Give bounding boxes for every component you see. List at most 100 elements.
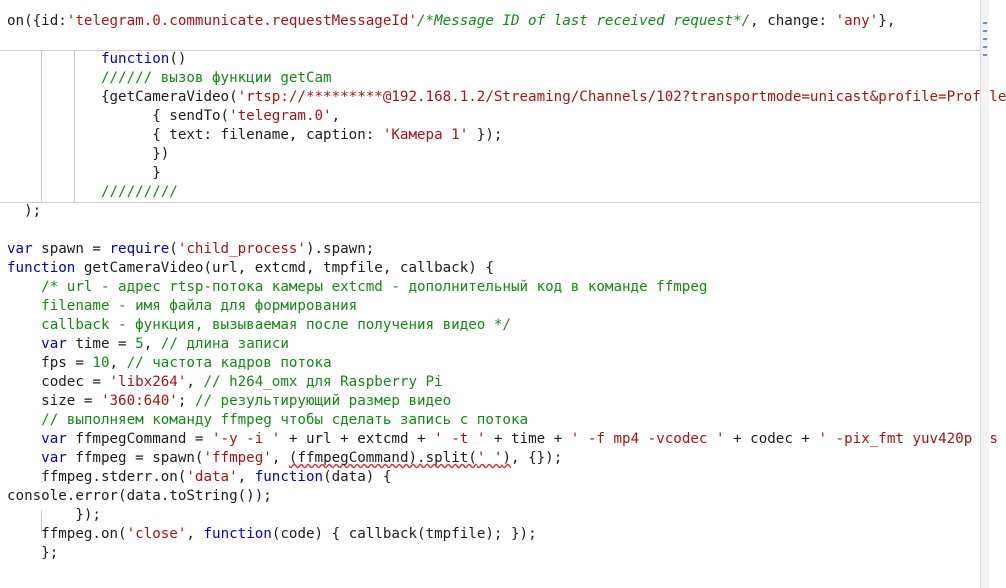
code-line: /////////: [7, 183, 178, 202]
vertical-scrollbar[interactable]: [980, 0, 989, 588]
code-token: {getCameraVideo(: [7, 89, 238, 105]
code-token: function: [7, 260, 76, 276]
scroll-marker: [983, 54, 987, 56]
code-token: + url + extcmd +: [280, 431, 435, 447]
scroll-marker: [983, 46, 987, 48]
code-token: ,: [186, 374, 204, 390]
code-token: ).spawn;: [305, 241, 375, 257]
code-token: ffmpeg.stderr.on(: [7, 469, 187, 485]
code-line: var spawn = require('child_process').spa…: [7, 240, 374, 259]
code-token: 'any': [835, 13, 879, 29]
code-token: size =: [7, 393, 101, 409]
code-token: callback - функция, вызываемая после пол…: [41, 317, 511, 333]
code-token: 10: [92, 355, 110, 371]
code-token: require: [109, 241, 170, 257]
code-token: }: [7, 165, 161, 181]
code-line: ffmpeg.on('close', function(code) { call…: [7, 525, 537, 544]
code-line: });: [7, 506, 101, 525]
indent-guide: [41, 50, 42, 202]
code-token: function: [100, 51, 170, 67]
code-token: [7, 317, 41, 333]
code-token: ,: [143, 336, 161, 352]
scroll-marker: [983, 30, 987, 32]
line-separator: [0, 50, 980, 51]
code-token: // выполняем команду ffmpeg чтобы сделат…: [41, 412, 529, 428]
code-token: }): [7, 146, 170, 162]
code-token: { text: filename, caption:: [7, 127, 383, 143]
code-token: [7, 298, 41, 314]
code-token: ' -f mp4 -vcodec ': [570, 431, 725, 447]
code-line: callback - функция, вызываемая после пол…: [7, 316, 511, 335]
code-line: {getCameraVideo('rtsp://*********@192.16…: [7, 88, 1006, 107]
code-token: (data) {: [323, 469, 392, 485]
code-token: 'telegram.0': [229, 108, 332, 124]
code-token: spawn =: [32, 241, 110, 257]
code-line: ////// вызов функции getCam: [7, 69, 332, 88]
code-token: // частота кадров потока: [126, 355, 332, 371]
code-line: console.error(data.toString());: [7, 487, 272, 506]
code-token: [7, 70, 101, 86]
code-token: ' -pix_fmt yuv420p -s: [818, 431, 998, 447]
code-line: size = '360:640'; // результирующий разм…: [7, 392, 451, 411]
code-line: { text: filename, caption: 'Камера 1' })…: [7, 126, 502, 145]
code-line: function getCameraVideo(url, extcmd, tmp…: [7, 259, 494, 278]
code-token: 5: [135, 336, 144, 352]
scroll-marker: [983, 22, 987, 24]
code-token: [7, 51, 101, 67]
code-token: ,: [237, 469, 255, 485]
code-token: 'rtsp://*********@192.168.1.2/Streaming/…: [237, 89, 1006, 105]
line-separator: [0, 202, 980, 203]
code-token: ;: [177, 393, 195, 409]
code-line: ffmpeg.stderr.on('data', function(data) …: [7, 468, 391, 487]
code-token: 'telegram.0.communicate.requestMessageId…: [66, 13, 418, 29]
code-line: var ffmpegCommand = '-y -i ' + url + ext…: [7, 430, 998, 449]
code-token: { sendTo(: [7, 108, 230, 124]
code-token: ffmpegCommand =: [66, 431, 213, 447]
code-token: , change:: [750, 13, 836, 29]
code-token: '360:640': [100, 393, 178, 409]
code-token: codec =: [7, 374, 110, 390]
code-token: + codec +: [724, 431, 819, 447]
code-line: fps = 10, // частота кадров потока: [7, 354, 332, 373]
indent-guide: [74, 50, 75, 202]
code-token: ffmpeg.on(: [7, 526, 127, 542]
code-token: ): [502, 450, 511, 466]
code-token: ,: [331, 108, 341, 124]
code-token: },: [878, 13, 896, 29]
code-line: function(): [7, 50, 186, 69]
code-token: 'ffmpeg': [203, 450, 272, 466]
code-token: time =: [66, 336, 136, 352]
code-line: }: [7, 164, 161, 183]
code-token: filename - имя файла для формирования: [41, 298, 358, 314]
code-token: '-y -i ': [212, 431, 281, 447]
code-token: /*Message ID of last received request*/: [417, 13, 751, 29]
code-token: [7, 450, 41, 466]
code-line: var time = 5, // длина записи: [7, 335, 289, 354]
code-token: + time +: [485, 431, 571, 447]
code-line: codec = 'libx264', // h264_omx для Raspb…: [7, 373, 442, 392]
code-token: 'libx264': [109, 374, 187, 390]
code-token: 'child_process': [177, 241, 306, 257]
code-token: [7, 279, 41, 295]
code-token: function: [254, 469, 324, 485]
code-token: var: [41, 431, 67, 447]
code-line: var ffmpeg = spawn('ffmpeg', (ffmpegComm…: [7, 449, 562, 468]
code-line: }): [7, 145, 169, 164]
code-token: 'close': [126, 526, 187, 542]
code-token: function: [203, 526, 272, 542]
code-line: filename - имя файла для формирования: [7, 297, 357, 316]
code-line: { sendTo('telegram.0',: [7, 107, 340, 126]
code-token: // результирующий размер видео: [194, 393, 452, 409]
code-token: ,: [109, 355, 127, 371]
code-token: /* url - адрес rtsp-потока камеры extcmd…: [41, 279, 708, 295]
code-token: var: [7, 241, 33, 257]
code-token: (code) { callback(tmpfile); });: [271, 526, 537, 542]
code-token: ffmpeg = spawn(: [66, 450, 204, 466]
code-line: on({id:'telegram.0.communicate.requestMe…: [7, 12, 895, 31]
code-token: [7, 184, 101, 200]
code-token: });: [468, 127, 503, 143]
code-token: (): [169, 51, 187, 67]
code-token: [7, 336, 41, 352]
code-token: ,: [271, 450, 289, 466]
